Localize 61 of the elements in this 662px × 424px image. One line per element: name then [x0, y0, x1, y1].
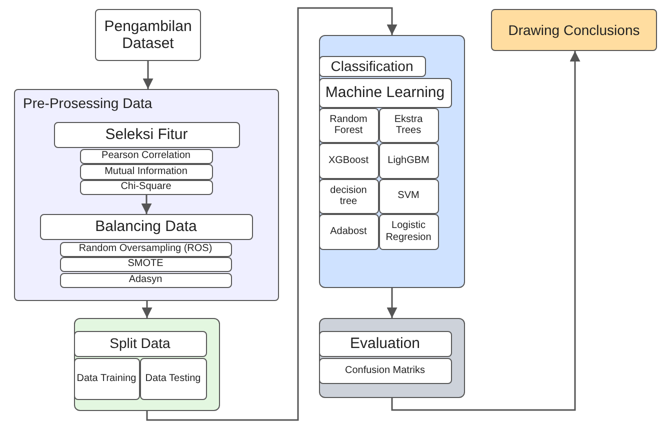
- method-box: [378, 142, 438, 178]
- box-label: decision tree: [329, 184, 368, 208]
- arrow: [146, 7, 398, 421]
- box-label: Adabost: [330, 226, 367, 238]
- box-label: Random Oversampling (ROS): [78, 243, 212, 255]
- box-label: XGBoost: [328, 154, 369, 166]
- method-box: [318, 214, 378, 250]
- method-box: [80, 164, 212, 180]
- process-box: [40, 214, 252, 240]
- method-box: [318, 358, 452, 384]
- box-label: Adasyn: [128, 274, 162, 286]
- box-label: Balancing Data: [95, 218, 197, 236]
- box-label: Pearson Correlation: [102, 150, 190, 162]
- method-box: [80, 180, 212, 194]
- process-box: [74, 330, 206, 356]
- method-box: [378, 178, 438, 214]
- arrow: [386, 288, 398, 318]
- box-label: Evaluation: [350, 334, 420, 352]
- box-label: Split Data: [110, 335, 170, 352]
- method-box: [318, 108, 378, 142]
- box-label: Seleksi Fitur: [105, 126, 188, 144]
- box-label: Ekstra Trees: [393, 114, 424, 136]
- arrow: [141, 195, 152, 214]
- box-label: LighGBM: [388, 154, 430, 166]
- process-box: [95, 9, 201, 61]
- arrow: [391, 51, 580, 411]
- method-box: [318, 178, 378, 214]
- arrow: [142, 61, 154, 89]
- box-label: Mutual Information: [104, 166, 188, 178]
- box-label: SMOTE: [128, 258, 164, 270]
- box-label: Chi-Square: [120, 181, 172, 193]
- group-panel: [319, 35, 465, 288]
- box-label: Machine Learning: [325, 84, 445, 102]
- group-panel: [74, 318, 220, 411]
- group-panel: [14, 89, 279, 301]
- method-box: [74, 358, 140, 400]
- box-label: Logistic Regresion: [384, 220, 432, 243]
- process-box: [318, 56, 426, 76]
- box-label: SVM: [398, 190, 420, 202]
- box-label: Data Testing: [145, 372, 201, 384]
- process-box: [54, 122, 240, 148]
- method-box: [60, 272, 232, 288]
- box-label: Drawing Conclusions: [508, 22, 640, 38]
- arrow: [142, 301, 152, 318]
- process-box: [491, 9, 657, 51]
- method-box: [318, 142, 378, 178]
- method-box: [378, 214, 438, 250]
- box-label: Pengambilan Dataset: [103, 18, 193, 52]
- process-box: [318, 330, 452, 356]
- group-panel: [319, 318, 465, 398]
- panel-heading: Pre-Prosessing Data: [23, 95, 152, 112]
- method-box: [60, 256, 232, 272]
- box-label: Confusion Matriks: [344, 364, 426, 376]
- method-box: [80, 148, 212, 164]
- box-label: Random Forest: [328, 114, 368, 136]
- process-box: [318, 78, 452, 108]
- box-label: Data Training: [76, 372, 136, 384]
- method-box: [60, 242, 232, 256]
- box-label: Classification: [330, 58, 414, 74]
- method-box: [140, 358, 206, 400]
- method-box: [378, 108, 438, 142]
